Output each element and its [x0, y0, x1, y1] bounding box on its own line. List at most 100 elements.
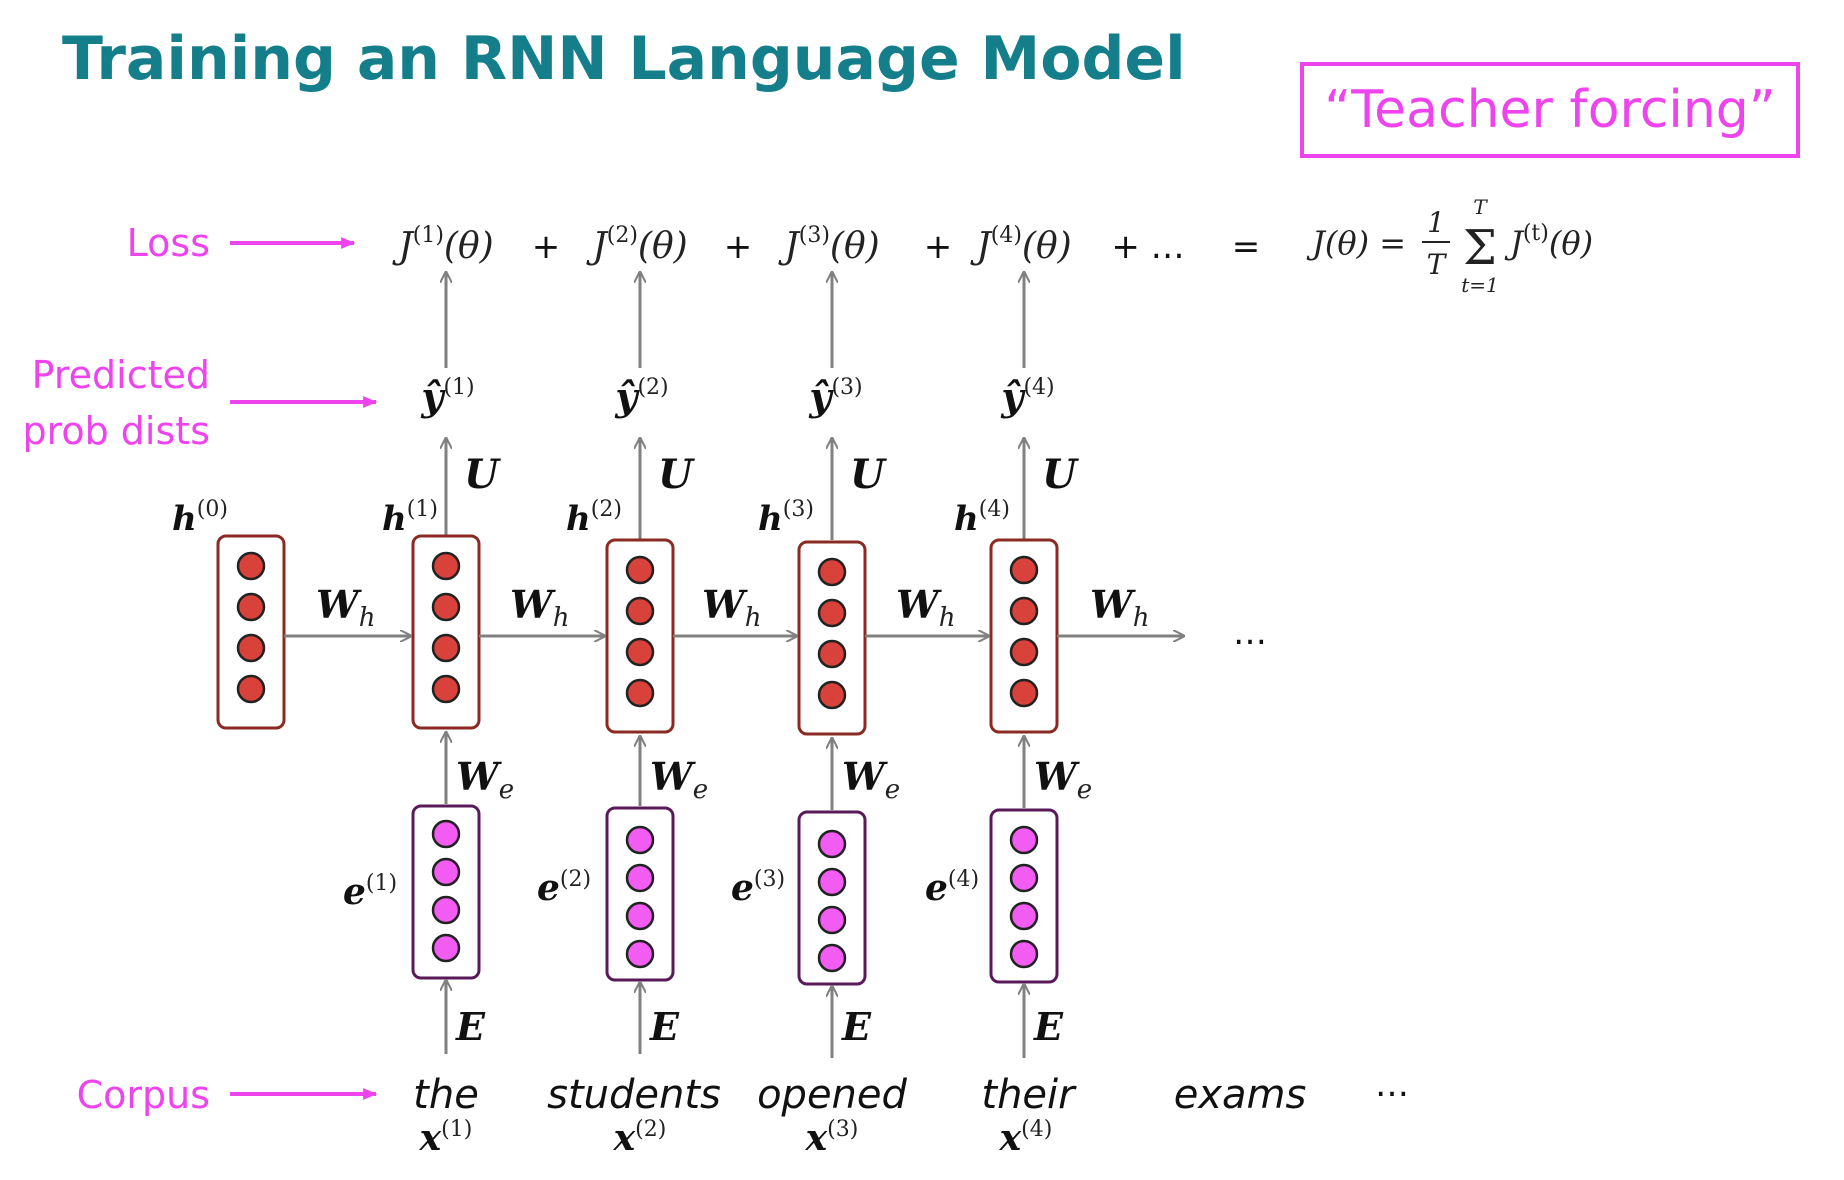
embedding-matrix-label: E	[841, 1004, 872, 1049]
output-weight-label: U	[850, 451, 887, 498]
embedding-label: e(1)	[343, 871, 397, 913]
embedding-matrix-label: E	[649, 1004, 680, 1049]
hidden-neuron	[236, 674, 266, 704]
embedding-neuron	[1009, 825, 1039, 855]
embedding-matrix-label: E	[455, 1004, 486, 1049]
hidden-neuron	[625, 555, 655, 585]
hidden-neuron	[1009, 555, 1039, 585]
recurrent-weight-label: Wh	[896, 582, 955, 633]
embedding-neuron	[817, 905, 847, 935]
plus-sign: +	[924, 227, 953, 267]
embedding-weight-label: We	[842, 754, 900, 805]
embedding-label: e(3)	[731, 867, 785, 909]
recurrent-weight-label: Wh	[1090, 582, 1149, 633]
svg-text:J(1)(θ): J(1)(θ)	[391, 223, 493, 267]
teacher-forcing-badge: “Teacher forcing”	[1300, 62, 1800, 158]
embedding-box	[989, 808, 1059, 984]
output-weight-label: U	[464, 451, 501, 498]
corpus-ellipsis: …	[1375, 1065, 1409, 1105]
hidden-neuron	[236, 633, 266, 663]
loss-term: J(3)(θ)	[777, 223, 879, 267]
svg-text:T: T	[1427, 248, 1448, 281]
input-token-label: x(4)	[999, 1117, 1053, 1159]
prediction-label: ŷ(1)	[420, 374, 474, 419]
input-token-label: x(1)	[419, 1117, 473, 1159]
hidden-neuron	[431, 674, 461, 704]
embedding-box	[797, 810, 867, 986]
equals-sign: =	[1232, 227, 1261, 267]
hidden-neuron	[625, 637, 655, 667]
plus-sign: +	[532, 227, 561, 267]
embedding-neuron	[1009, 939, 1039, 969]
hidden-state-box	[605, 538, 675, 734]
loss-term: J(1)(θ)	[391, 223, 493, 267]
hidden-state-box	[216, 534, 286, 730]
svg-text:J(t)(θ): J(t)(θ)	[1504, 221, 1593, 262]
loss-term: J(2)(θ)	[585, 223, 687, 267]
hidden-neuron	[817, 598, 847, 628]
hidden-neuron	[625, 678, 655, 708]
embedding-matrix-label: E	[1033, 1004, 1064, 1049]
embedding-weight-label: We	[1034, 754, 1092, 805]
predicted-label-line1: Predicted	[32, 353, 210, 397]
embedding-neuron	[817, 829, 847, 859]
output-weight-label: U	[658, 451, 695, 498]
plus-ellipsis: + …	[1111, 227, 1184, 267]
embedding-label: e(4)	[925, 867, 979, 909]
hidden-state-label: h(0)	[172, 497, 228, 539]
corpus-word: their	[981, 1072, 1077, 1118]
hidden-state-label: h(3)	[758, 497, 814, 539]
svg-text:J(4)(θ): J(4)(θ)	[969, 223, 1071, 267]
hidden-neuron	[817, 639, 847, 669]
embedding-neuron	[431, 895, 461, 925]
hidden-neuron	[236, 592, 266, 622]
hidden-neuron	[236, 551, 266, 581]
hidden-neuron	[1009, 678, 1039, 708]
svg-text:J(θ) =: J(θ) =	[1306, 224, 1406, 262]
corpus-word: opened	[757, 1072, 907, 1118]
hidden-state-label: h(2)	[566, 497, 622, 539]
recurrent-weight-label: Wh	[316, 582, 375, 633]
hidden-neuron	[431, 551, 461, 581]
page-title: Training an RNN Language Model	[62, 24, 1186, 94]
hidden-neuron	[817, 557, 847, 587]
hidden-state-box	[411, 534, 481, 730]
embedding-box	[605, 806, 675, 982]
hidden-neuron	[431, 592, 461, 622]
input-token-label: x(3)	[805, 1117, 859, 1159]
prediction-label: ŷ(4)	[1000, 374, 1054, 419]
svg-text:T: T	[1473, 195, 1488, 219]
corpus-word: the	[413, 1072, 479, 1118]
corpus-label: Corpus	[77, 1073, 210, 1117]
output-weight-label: U	[1042, 451, 1079, 498]
embedding-neuron	[625, 825, 655, 855]
svg-text:Σ: Σ	[1463, 220, 1497, 276]
predicted-label-line2: prob dists	[22, 409, 210, 453]
embedding-neuron	[431, 933, 461, 963]
embedding-neuron	[817, 867, 847, 897]
embedding-label: e(2)	[537, 867, 591, 909]
embedding-neuron	[1009, 901, 1039, 931]
corpus-word: exams	[1174, 1072, 1307, 1118]
embedding-weight-label: We	[456, 754, 514, 805]
plus-sign: +	[724, 227, 753, 267]
embedding-neuron	[625, 939, 655, 969]
loss-label: Loss	[127, 221, 210, 265]
svg-text:J(2)(θ): J(2)(θ)	[585, 223, 687, 267]
total-loss-formula: J(θ) = 1 T T Σ t=1 J(t)(θ)	[1306, 195, 1593, 297]
hidden-neuron	[1009, 637, 1039, 667]
embedding-box	[411, 804, 481, 980]
embedding-neuron	[817, 943, 847, 973]
embedding-neuron	[625, 901, 655, 931]
hidden-state-label: h(4)	[954, 497, 1010, 539]
hidden-ellipsis: …	[1233, 613, 1267, 653]
hidden-neuron	[431, 633, 461, 663]
svg-text:J(3)(θ): J(3)(θ)	[777, 223, 879, 267]
hidden-neuron	[1009, 596, 1039, 626]
svg-text:t=1: t=1	[1461, 273, 1499, 297]
recurrent-weight-label: Wh	[510, 582, 569, 633]
corpus-word: students	[547, 1072, 721, 1118]
input-token-label: x(2)	[613, 1117, 667, 1159]
svg-text:1: 1	[1427, 206, 1445, 239]
